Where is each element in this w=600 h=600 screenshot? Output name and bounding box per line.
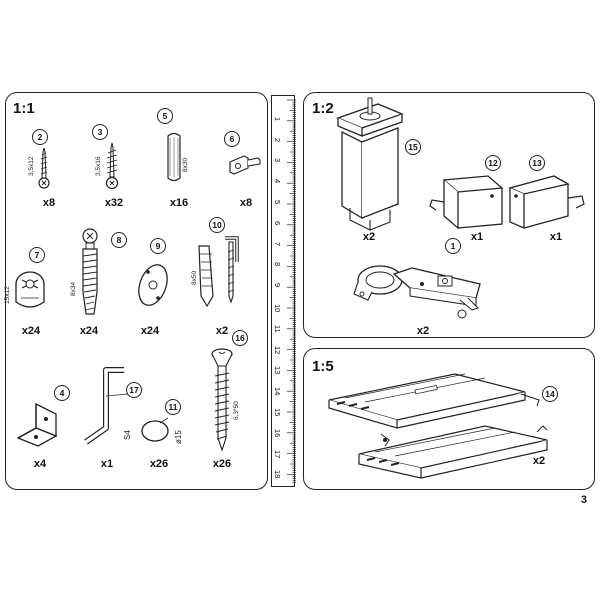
part-callout-4: 4 xyxy=(54,385,70,401)
part-quantity: x24 xyxy=(79,325,99,337)
ruler-label: 15 xyxy=(273,408,282,417)
part-callout-14: 14 xyxy=(542,386,558,402)
ruler-label: 6 xyxy=(273,220,282,225)
parts-panel-1-5: 1:5 xyxy=(303,348,595,490)
part-callout-12: 12 xyxy=(485,155,501,171)
part-dimension: ø15 xyxy=(174,430,183,444)
allen-key-icon xyxy=(84,367,129,445)
part-quantity: x26 xyxy=(149,458,169,470)
concealed-hinge-icon xyxy=(353,265,481,319)
cabinet-hanger-left-icon xyxy=(429,175,504,230)
ruler-label: 7 xyxy=(273,241,282,246)
cam-lock-icon xyxy=(15,271,45,308)
part-quantity: x4 xyxy=(33,458,47,470)
ruler-label: 10 xyxy=(273,304,282,313)
wooden-dowel-icon xyxy=(167,132,181,182)
part-quantity: x26 xyxy=(212,458,232,470)
part-dimension: 8x50 xyxy=(191,270,198,285)
part-dimension: 8x34 xyxy=(70,281,77,296)
part-quantity: x8 xyxy=(239,197,253,209)
ruler-label: 3 xyxy=(273,158,282,163)
wall-plug-hook-icon xyxy=(198,236,239,308)
panel-scale-title: 1:1 xyxy=(13,100,35,117)
panel-scale-title: 1:2 xyxy=(312,100,334,117)
shelf-support-icon xyxy=(229,155,261,175)
part-quantity: x24 xyxy=(140,325,160,337)
part-dimension: S4 xyxy=(123,430,132,440)
part-quantity: x24 xyxy=(21,325,41,337)
part-dimension: 3,5x16 xyxy=(95,156,102,176)
part-callout-5: 5 xyxy=(157,108,173,124)
part-quantity: x16 xyxy=(169,197,189,209)
ruler-label: 17 xyxy=(273,449,282,458)
cam-cover-plate-icon xyxy=(138,264,168,306)
ruler-label: 8 xyxy=(273,262,282,267)
ruler-label: 16 xyxy=(273,428,282,438)
part-callout-2: 2 xyxy=(32,129,48,145)
ruler-label: 12 xyxy=(273,345,282,354)
part-callout-13: 13 xyxy=(529,155,545,171)
part-dimension: 3,5x12 xyxy=(28,156,35,176)
part-dimension: 6,3*50 xyxy=(233,401,240,420)
part-callout-7: 7 xyxy=(29,247,45,263)
ruler-ticks xyxy=(287,99,296,484)
part-quantity: x2 xyxy=(532,455,546,467)
part-callout-8: 8 xyxy=(111,232,127,248)
part-callout-9: 9 xyxy=(150,238,166,254)
page-number: 3 xyxy=(580,494,587,506)
ruler-label: 18 xyxy=(273,470,282,479)
part-quantity: x2 xyxy=(362,231,376,243)
part-callout-16: 16 xyxy=(232,330,248,346)
corner-bracket-icon xyxy=(16,402,58,447)
part-quantity: x1 xyxy=(100,458,114,470)
part-quantity: x32 xyxy=(104,197,124,209)
part-quantity: x1 xyxy=(549,231,563,243)
part-quantity: x2 xyxy=(215,325,229,337)
ruler-label: 14 xyxy=(273,387,282,396)
ruler-label: 1 xyxy=(273,116,282,121)
confirmat-screw-icon xyxy=(211,348,233,452)
screw-icon xyxy=(105,142,119,190)
part-quantity: x2 xyxy=(416,325,430,337)
part-callout-1: 1 xyxy=(445,238,461,254)
part-callout-11: 11 xyxy=(165,399,181,415)
ruler-label: 13 xyxy=(273,366,282,375)
ruler-label: 9 xyxy=(273,283,282,288)
part-callout-15: 15 xyxy=(405,139,421,155)
part-dimension: 8x30 xyxy=(182,157,189,172)
part-callout-17: 17 xyxy=(126,382,142,398)
cam-bolt-icon xyxy=(82,228,98,315)
furniture-leg-icon xyxy=(336,97,404,231)
cover-cap-icon xyxy=(141,417,169,442)
drawer-slide-icon xyxy=(328,373,548,479)
screw-icon xyxy=(38,147,50,189)
ruler-label: 5 xyxy=(273,200,282,205)
panel-scale-title: 1:5 xyxy=(312,358,334,375)
part-callout-6: 6 xyxy=(224,131,240,147)
part-dimension: 15x12 xyxy=(4,286,11,304)
part-callout-10: 10 xyxy=(209,217,225,233)
part-quantity: x1 xyxy=(470,231,484,243)
ruler-label: 2 xyxy=(273,137,282,142)
part-callout-3: 3 xyxy=(92,124,108,140)
part-quantity: x8 xyxy=(42,197,56,209)
cabinet-hanger-right-icon xyxy=(508,175,585,229)
ruler-label: 4 xyxy=(273,179,282,184)
ruler-label: 11 xyxy=(273,324,282,333)
